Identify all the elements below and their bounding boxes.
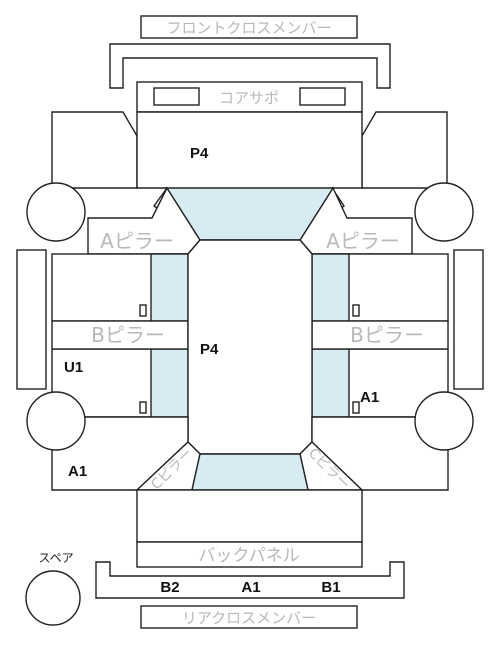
rear-left-wheel — [26, 391, 86, 451]
rear-left-door-handle — [139, 401, 147, 414]
right-side-panel — [453, 249, 484, 390]
spare-label: スペア — [38, 551, 73, 565]
rear-cross-member-box — [140, 605, 358, 629]
right-rear-door-code: A1 — [360, 389, 379, 406]
spare-tire — [25, 570, 81, 626]
left-rear-fender-code: A1 — [68, 463, 87, 480]
front-left-fender — [51, 111, 138, 189]
front-left-door-handle — [139, 304, 147, 317]
left-side-panel — [16, 249, 47, 390]
rear-window — [191, 453, 309, 491]
b-pillar-left-label: Bピラー — [91, 323, 165, 347]
b-pillar-right — [311, 320, 449, 350]
front-right-door-window — [311, 253, 350, 322]
trunk — [136, 489, 363, 543]
hood-code: P4 — [190, 145, 209, 162]
rear-cross-member-label: リアクロスメンバー — [182, 609, 316, 627]
left-rear-door-code: U1 — [64, 359, 83, 376]
rear-right-door-handle — [352, 401, 360, 414]
front-right-door-handle — [352, 304, 360, 317]
core-support-left-slot — [153, 87, 200, 106]
a-pillar-right-label: Aピラー — [326, 229, 400, 253]
core-support-right-slot — [299, 87, 346, 106]
front-cross-member — [109, 43, 391, 89]
b-pillar-right-label: Bピラー — [350, 323, 424, 347]
back-panel-label: バックパネル — [198, 546, 299, 566]
rear-center-code: A1 — [241, 579, 260, 596]
rear-right-wheel — [414, 391, 474, 451]
front-left-wheel — [26, 182, 86, 242]
front-right-wheel — [414, 182, 474, 242]
roof-code: P4 — [200, 341, 219, 358]
front-right-fender — [361, 111, 448, 189]
rear-left-code: B2 — [160, 579, 179, 596]
rear-left-door-window — [150, 348, 189, 418]
core-support-label: コアサポ — [219, 89, 279, 107]
front-cross-member-label: フロントクロスメンバー — [166, 19, 331, 37]
front-cross-member-box — [140, 15, 358, 39]
back-panel — [136, 541, 363, 568]
rear-right-door-window — [311, 348, 350, 418]
rear-cross-member — [95, 561, 405, 599]
a-pillar-left-label: Aピラー — [100, 229, 174, 253]
rear-right-code: B1 — [321, 579, 340, 596]
front-left-door-window — [150, 253, 189, 322]
